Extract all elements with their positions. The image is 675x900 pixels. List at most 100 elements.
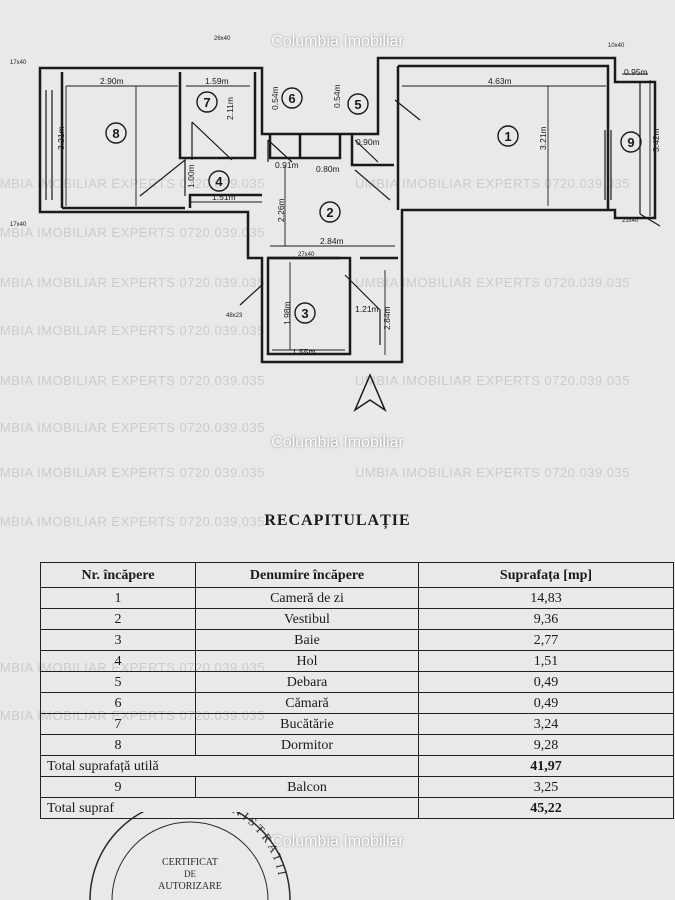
dim-label: 3.21m [538,126,548,150]
recap-table: Nr. încăpere Denumire încăpere Suprafața… [40,562,674,819]
dim-label: 10x40 [608,43,625,49]
dim-label: 2.84m [382,306,392,330]
dim-label: 1.00m [186,164,196,188]
watermark-6: UMBIA IMOBILIAR EXPERTS 0720.039.035 [0,420,265,435]
room-area: 1,51 [418,650,674,672]
dim-label: 2.84m [320,236,344,246]
room-name: Debara [195,671,419,693]
room-area: 3,24 [418,713,674,735]
dim-label: 2.26m [276,198,286,222]
header-area: Suprafața [mp] [418,562,674,588]
watermark-5: UMBIA IMOBILIAR EXPERTS 0720.039.035 [0,373,265,388]
stamp-arc-text: MINISTRATII [211,812,289,879]
header-room-name: Denumire încăpere [195,562,419,588]
watermark-13: UMBIA IMOBILIAR EXPERTS 0720.039.035 [355,373,630,388]
room-number: 1 [40,587,196,609]
dim-label: 48x23 [226,313,243,319]
total-value: 45,22 [418,797,674,819]
dim-label: 21x40 [622,218,639,224]
dim-label: 4.63m [488,76,512,86]
total-useful-row: Total suprafață utilă 41,97 [40,755,674,777]
total-useful-label: Total suprafață utilă [40,755,419,777]
room-label-7: 7 [203,95,210,110]
room-area: 14,83 [418,587,674,609]
total-row: Total supraf 45,22 [40,797,674,819]
room-name: Dormitor [195,734,419,756]
room-number: 2 [40,608,196,630]
brand-watermark-middle: Columbia Imobiliar [271,434,404,451]
dim-label: 2.90m [100,76,124,86]
watermark-12: UMBIA IMOBILIAR EXPERTS 0720.039.035 [355,275,630,290]
room-area: 0,49 [418,692,674,714]
brand-watermark-bottom: Columbia Imobiliar [271,833,404,850]
dim-label: 1.59m [205,76,229,86]
room-label-5: 5 [354,97,361,112]
dim-label: 0.54m [270,86,280,110]
room-name: Cămară [195,692,419,714]
north-arrow-icon [353,373,387,413]
room-name: Bucătărie [195,713,419,735]
dim-label: 3.42m [651,128,661,152]
dim-label: 0.80m [316,164,340,174]
dim-label: 0.95m [624,67,648,77]
dim-label: 0.54m [332,84,342,108]
watermark-11: UMBIA IMOBILIAR EXPERTS 0720.039.035 [355,176,630,191]
room-number: 9 [40,776,196,798]
room-number: 4 [40,650,196,672]
room-label-9: 9 [627,135,634,150]
room-label-3: 3 [301,306,308,321]
dim-label: 1.98m [282,301,292,325]
watermark-14: UMBIA IMOBILIAR EXPERTS 0720.039.035 [355,465,630,480]
room-number: 6 [40,692,196,714]
dim-label: 0.91m [275,160,299,170]
room-label-1: 1 [504,129,511,144]
watermark-2: UMBIA IMOBILIAR EXPERTS 0720.039.035 [0,225,265,240]
dim-label: 1.55m [292,347,316,357]
room-number: 5 [40,671,196,693]
dim-label: 2.11m [225,97,235,120]
dim-label: 27x40 [298,252,315,258]
watermark-7: UMBIA IMOBILIAR EXPERTS 0720.039.035 [0,465,265,480]
room-area: 9,28 [418,734,674,756]
watermark-4: UMBIA IMOBILIAR EXPERTS 0720.039.035 [0,323,265,338]
room-area: 3,25 [418,776,674,798]
room-label-4: 4 [215,174,223,189]
watermark-8: UMBIA IMOBILIAR EXPERTS 0720.039.035 [0,514,265,529]
room-area: 0,49 [418,671,674,693]
room-number: 8 [40,734,196,756]
dim-label: 1.51m [212,192,236,202]
stamp-line-3: AUTORIZARE [158,881,222,892]
table-header-row: Nr. încăpere Denumire încăpere Suprafața… [40,562,674,588]
total-useful-value: 41,97 [418,755,674,777]
room-name: Balcon [195,776,419,798]
room-name: Cameră de zi [195,587,419,609]
header-room-number: Nr. încăpere [40,562,196,588]
dim-label: 26x40 [214,36,231,42]
page-title: RECAPITULAȚIE [264,512,411,529]
dim-label: 0.90m [356,137,380,147]
floor-plan: 8 7 6 5 1 4 2 3 9 2.90m 1.59m 4.63m 0.95… [10,36,661,413]
room-label-2: 2 [326,205,333,220]
room-number: 3 [40,629,196,651]
watermark-3: UMBIA IMOBILIAR EXPERTS 0720.039.035 [0,275,265,290]
stamp-line-1: CERTIFICAT [162,857,218,868]
room-number: 7 [40,713,196,735]
room-name: Vestibul [195,608,419,630]
official-stamp: MINISTRATII CERTIFICAT DE AUTORIZARE [89,812,291,900]
dim-label: 17x40 [10,60,27,66]
total-label: Total supraf [40,797,419,819]
room-name: Hol [195,650,419,672]
dim-label: 17x40 [10,222,27,228]
room-name: Baie [195,629,419,651]
room-label-8: 8 [112,126,119,141]
